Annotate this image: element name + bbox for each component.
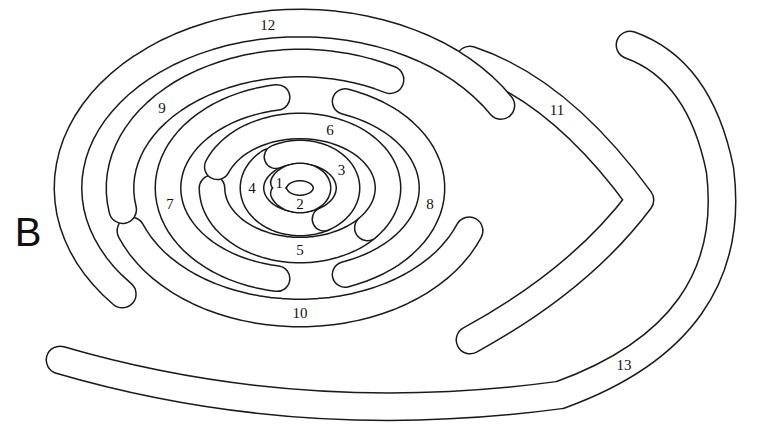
band-outline <box>276 152 348 219</box>
callout-number: 4 <box>248 181 256 196</box>
callout-number: 8 <box>426 197 434 212</box>
callout-number: 7 <box>166 197 174 212</box>
callout-number: 2 <box>296 197 304 212</box>
band-outline <box>276 152 348 219</box>
callout-number: 3 <box>338 163 346 178</box>
callout-number: 6 <box>326 122 334 137</box>
callout-number: 10 <box>293 306 308 321</box>
band-outline <box>60 45 722 407</box>
callout-number: 12 <box>260 17 275 32</box>
band-outline <box>217 126 388 228</box>
callout-number: 1 <box>276 175 284 190</box>
callout-number: 9 <box>158 100 166 115</box>
band-outline <box>60 45 722 407</box>
callout-number: 13 <box>617 358 632 373</box>
callout-number: 11 <box>550 103 564 118</box>
band-outline <box>217 126 388 228</box>
callout-number: 5 <box>296 243 304 258</box>
panel-letter: B <box>15 212 42 252</box>
